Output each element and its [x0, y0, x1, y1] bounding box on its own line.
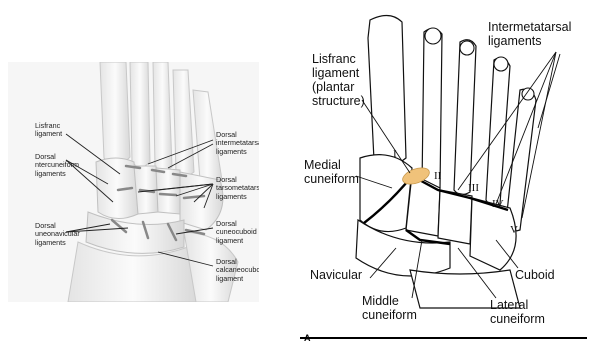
label-dorsal-intermetatarsal-ligaments: Dorsal intermetatarsal ligaments — [216, 131, 259, 156]
numeral-metatarsal-2: II — [434, 170, 441, 182]
label-dorsal-cuneonavicular-ligaments: Dorsal uneonavicular ligaments — [35, 222, 80, 247]
label-middle-cuneiform: Middle cuneiform — [362, 294, 417, 322]
dorsal-foot-illustration: Lisfranc ligament Dorsal ntercuneiform l… — [8, 62, 259, 302]
label-lisfranc-ligament-plantar: Lisfranc ligament (plantar structure) — [312, 52, 365, 108]
label-dorsal-intercuneiform-ligaments: Dorsal ntercuneiform ligaments — [35, 153, 79, 178]
label-lateral-cuneiform: Lateral cuneiform — [490, 298, 545, 326]
label-navicular: Navicular — [310, 268, 362, 282]
numeral-metatarsal-1: I — [393, 148, 397, 160]
bottom-rule — [300, 337, 587, 339]
plantar-foot-diagram: Lisfranc ligament (plantar structure) In… — [300, 8, 587, 346]
label-dorsal-cuneocuboid-ligament: Dorsal cuneocuboid ligament — [216, 220, 257, 245]
label-dorsal-tarsometatarsal-ligaments: Dorsal tarsometatarsal ligaments — [216, 176, 259, 201]
numeral-metatarsal-4: IV — [492, 198, 504, 210]
label-dorsal-calcaneocuboid-ligament: Dorsal calcaneocuboid ligament — [216, 258, 259, 283]
numeral-metatarsal-5: V — [510, 224, 518, 236]
label-intermetatarsal-ligaments: Intermetatarsal ligaments — [488, 20, 571, 48]
label-cuboid: Cuboid — [515, 268, 555, 282]
label-lisfranc-ligament: Lisfranc ligament — [35, 122, 62, 139]
numeral-metatarsal-3: III — [468, 182, 479, 194]
label-medial-cuneiform: Medial cuneiform — [304, 158, 359, 186]
